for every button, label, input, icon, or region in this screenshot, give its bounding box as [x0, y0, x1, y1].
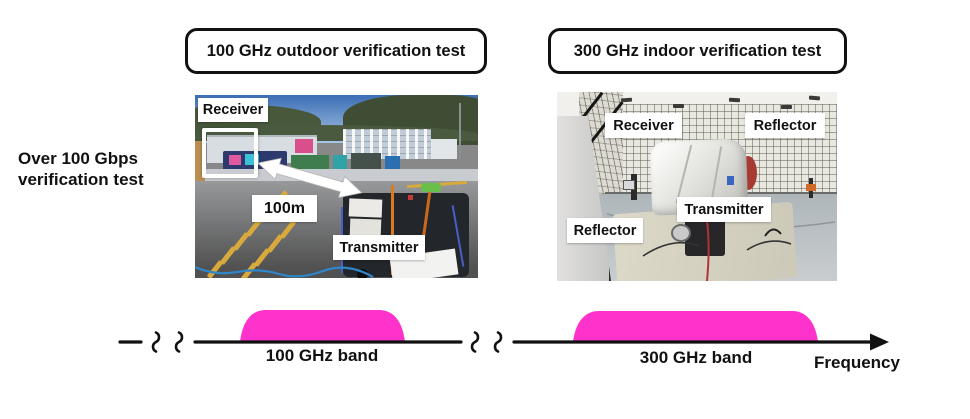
title-outdoor-text: 100 GHz outdoor verification test [206, 41, 466, 60]
tarp-blue-mark [727, 176, 734, 185]
ceiling-light [620, 97, 633, 103]
band-100ghz-label: 100 GHz band [222, 346, 422, 366]
indoor-transmitter-text: Transmitter [684, 201, 764, 218]
outdoor-distance-text: 100m [264, 199, 305, 217]
truck [351, 153, 381, 171]
band-100ghz-text: 100 GHz band [265, 346, 379, 365]
cart-orange-pole [391, 185, 394, 275]
photo-outdoor-test: Receiver 100m Transmitter [195, 95, 478, 278]
cart-green-part [421, 183, 441, 192]
axis-arrowhead [870, 333, 889, 351]
frequency-axis [118, 310, 889, 353]
axis-break-squiggle [493, 331, 503, 353]
title-box-outdoor: 100 GHz outdoor verification test [185, 28, 487, 74]
reflector-orange-part [806, 184, 816, 191]
outdoor-distance-label: 100m [252, 195, 317, 222]
indoor-reflector-top-text: Reflector [753, 117, 817, 134]
pink-sign [295, 139, 313, 153]
band-300ghz-shape [573, 311, 818, 342]
cart-white-box [348, 198, 383, 218]
receiver-highlight-box [202, 128, 258, 178]
side-label-line2: verification test [18, 170, 144, 189]
cables-on-table [642, 228, 792, 257]
blue-cable [195, 265, 374, 278]
bus-graffiti-cyan [245, 154, 259, 165]
outdoor-transmitter-label: Transmitter [333, 235, 425, 260]
bus-graffiti-pink [229, 155, 241, 165]
grass-edge [195, 141, 205, 181]
axis-break-squiggle [174, 331, 184, 353]
parking-lot [195, 169, 478, 183]
ceiling-light [728, 97, 741, 103]
silver-cylinder [671, 224, 691, 242]
outdoor-transmitter-text: Transmitter [339, 239, 419, 256]
side-label-line1: Over 100 Gbps [18, 149, 139, 168]
photo-indoor-test: Receiver Reflector Transmitter Reflector [557, 92, 837, 281]
outdoor-receiver-text: Receiver [202, 102, 264, 118]
cart-wheel [357, 269, 368, 278]
building-small [431, 139, 457, 159]
band-100ghz-shape [240, 310, 405, 342]
indoor-reflector-bottom-label: Reflector [567, 218, 643, 243]
outdoor-receiver-label: Receiver [198, 98, 268, 122]
container-green [291, 155, 329, 171]
axis-break-squiggle [151, 331, 161, 353]
band-300ghz-text: 300 GHz band [639, 348, 753, 367]
side-label: Over 100 Gbps verification test [18, 148, 144, 190]
receiver-screen [623, 180, 635, 190]
cart-red-part [408, 195, 413, 200]
indoor-reflector-bottom-text: Reflector [573, 222, 637, 239]
container-teal [333, 155, 347, 171]
indoor-receiver-text: Receiver [613, 117, 674, 134]
ceiling-light [673, 104, 684, 108]
container-blue [385, 156, 400, 170]
band-300ghz-label: 300 GHz band [596, 348, 796, 368]
frequency-text: Frequency [814, 353, 900, 372]
ceiling-light [781, 105, 792, 109]
indoor-reflector-top-label: Reflector [745, 113, 825, 138]
frequency-axis-label: Frequency [797, 353, 917, 373]
utility-pole [459, 103, 461, 159]
ceiling-light [808, 95, 821, 101]
indoor-transmitter-label: Transmitter [677, 197, 771, 222]
indoor-receiver-label: Receiver [605, 113, 682, 138]
title-box-indoor: 300 GHz indoor verification test [548, 28, 847, 74]
title-indoor-text: 300 GHz indoor verification test [573, 41, 822, 60]
axis-break-squiggle [470, 331, 480, 353]
distance-double-arrow [257, 157, 363, 199]
